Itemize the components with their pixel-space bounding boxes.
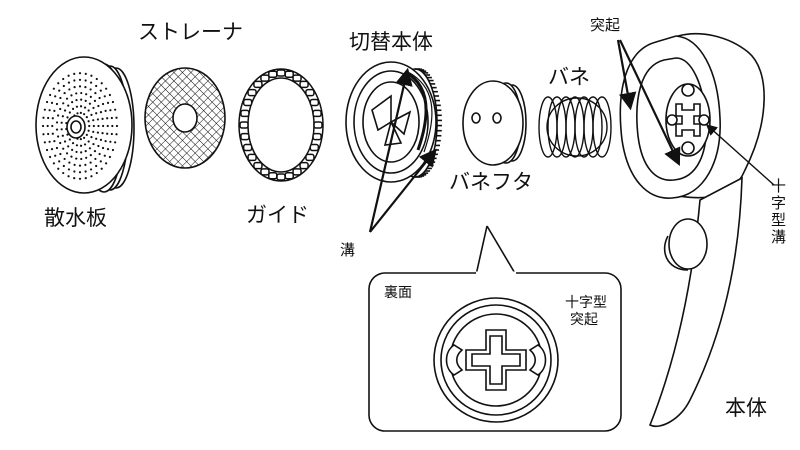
main-body-part (619, 32, 765, 427)
label-spring-cap: バネフタ (449, 170, 533, 194)
callout-leader (475, 225, 517, 276)
label-main-body: 本体 (725, 396, 767, 420)
label-cross-groove: 十字型溝 (769, 178, 787, 246)
label-cross-protrusion-1: 十字型 (565, 295, 607, 311)
label-cross-protrusion-2: 突起 (570, 312, 598, 328)
switching-body-part (345, 61, 442, 183)
label-rear-side: 裏面 (384, 285, 412, 301)
label-protrusion: 突起 (590, 16, 621, 34)
guide-part (238, 68, 324, 182)
spray-plate-part (35, 56, 135, 194)
label-switching-body: 切替本体 (349, 30, 433, 54)
label-guide: ガイド (246, 203, 309, 227)
label-spring: バネ (548, 65, 590, 89)
label-strainer: ストレーナ (138, 20, 243, 44)
strainer-part (144, 67, 226, 169)
label-spray-plate: 散水板 (44, 206, 107, 230)
rear-view-inset (368, 271, 622, 432)
spring-cap-part (462, 80, 527, 166)
guide-teeth (239, 69, 323, 181)
switching-body-ridges (415, 68, 442, 178)
spring-part (538, 96, 612, 158)
label-groove: 溝 (340, 241, 356, 259)
